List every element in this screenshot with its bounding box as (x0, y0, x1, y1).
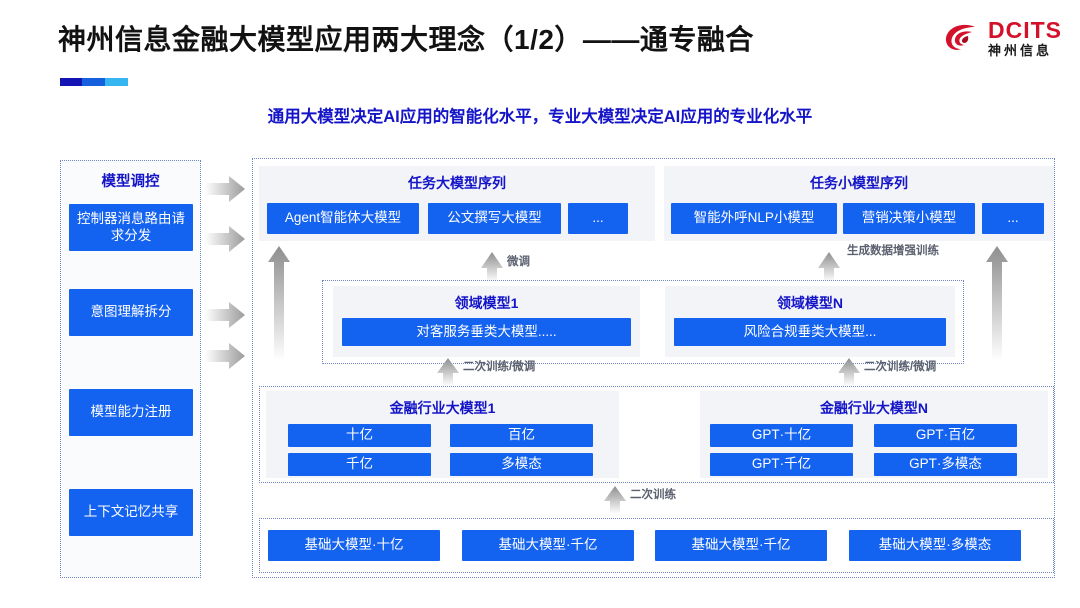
brand-logo: DCITS 神州信息 (942, 18, 1062, 58)
up-arrow-icon-finetune (481, 252, 503, 282)
chip-industryn-gpt-ten-billion[interactable]: GPT·百亿 (874, 424, 1017, 447)
chip-industry1-ten-billion[interactable]: 百亿 (450, 424, 593, 447)
chip-base-model-multimodal[interactable]: 基础大模型·多模态 (849, 530, 1021, 561)
chip-agent-big-model[interactable]: Agent智能体大模型 (267, 203, 419, 234)
chip-base-model-hundred-billion-1[interactable]: 基础大模型·千亿 (462, 530, 634, 561)
chip-industryn-gpt-hundred-billion[interactable]: GPT·千亿 (710, 453, 853, 476)
task-big-model-title: 任务大模型序列 (408, 175, 506, 191)
logo-text: DCITS 神州信息 (988, 17, 1062, 58)
logo-text-en: DCITS (988, 17, 1062, 43)
control-item-capability-registry[interactable]: 模型能力注册 (69, 389, 193, 436)
chip-industry1-hundred-billion[interactable]: 千亿 (288, 453, 431, 476)
chip-task-big-more[interactable]: ... (568, 203, 628, 234)
task-small-model-title: 任务小模型序列 (810, 175, 908, 191)
architecture-frame (252, 158, 1055, 578)
chip-marketing-decision-small-model[interactable]: 营销决策小模型 (843, 203, 975, 234)
right-arrow-icon-3 (205, 302, 245, 328)
right-arrow-icon-1 (205, 176, 245, 202)
up-arrow-icon-secondary-train-right (838, 358, 860, 386)
title-underline-accent (60, 78, 128, 86)
arrow-label-secondary-train-tune-left: 二次训练/微调 (463, 361, 536, 373)
chip-industry1-multimodal[interactable]: 多模态 (450, 453, 593, 476)
arrow-label-secondary-train-tune-right: 二次训练/微调 (864, 361, 937, 373)
up-arrow-icon-secondary-train (604, 486, 626, 514)
up-arrow-icon-taskbig-left (268, 246, 290, 361)
arrow-label-secondary-train: 二次训练 (630, 489, 676, 501)
chip-industryn-gpt-multimodal[interactable]: GPT·多模态 (874, 453, 1017, 476)
chip-document-writing-model[interactable]: 公文撰写大模型 (428, 203, 561, 234)
up-arrow-icon-data-augment (818, 252, 840, 282)
control-item-intent-parsing[interactable]: 意图理解拆分 (69, 289, 193, 336)
page-title: 神州信息金融大模型应用两大理念（1/2）——通专融合 (58, 24, 754, 55)
chip-task-small-more[interactable]: ... (982, 203, 1044, 234)
chip-base-model-billion[interactable]: 基础大模型·十亿 (268, 530, 440, 561)
chip-industryn-gpt-billion[interactable]: GPT·十亿 (710, 424, 853, 447)
control-panel: 模型调控 控制器消息路由请求分发 意图理解拆分 模型能力注册 上下文记忆共享 (60, 160, 201, 578)
chip-risk-compliance-vertical-model[interactable]: 风险合规垂类大模型... (674, 318, 946, 346)
chip-customer-service-vertical-model[interactable]: 对客服务垂类大模型..... (342, 318, 631, 346)
right-arrow-icon-2 (205, 226, 245, 252)
domain-model-n-title: 领域模型N (776, 295, 844, 311)
control-item-context-memory[interactable]: 上下文记忆共享 (69, 489, 193, 536)
arrow-label-fine-tune: 微调 (507, 256, 530, 268)
chip-base-model-hundred-billion-2[interactable]: 基础大模型·千亿 (655, 530, 827, 561)
industry-model-1-title: 金融行业大模型1 (389, 400, 496, 416)
accent-segment-3 (105, 78, 128, 86)
domain-model-1-title: 领域模型1 (454, 295, 519, 311)
up-arrow-icon-tasksmall-right (986, 246, 1008, 361)
control-item-router-dispatch[interactable]: 控制器消息路由请求分发 (69, 204, 193, 251)
up-arrow-icon-secondary-train-left (437, 358, 459, 386)
right-arrow-icon-4 (205, 343, 245, 369)
accent-segment-1 (60, 78, 82, 86)
chip-industry1-billion[interactable]: 十亿 (288, 424, 431, 447)
dcits-swirl-icon (942, 18, 982, 58)
industry-model-n-title: 金融行业大模型N (819, 400, 929, 416)
page-subtitle: 通用大模型决定AI应用的智能化水平，专业大模型决定AI应用的专业化水平 (267, 108, 813, 126)
control-panel-title: 模型调控 (101, 174, 160, 190)
chip-outbound-nlp-small-model[interactable]: 智能外呼NLP小模型 (671, 203, 837, 234)
logo-text-cn: 神州信息 (988, 43, 1053, 58)
accent-segment-2 (82, 78, 105, 86)
arrow-label-data-augment: 生成数据增强训练 (847, 245, 939, 257)
